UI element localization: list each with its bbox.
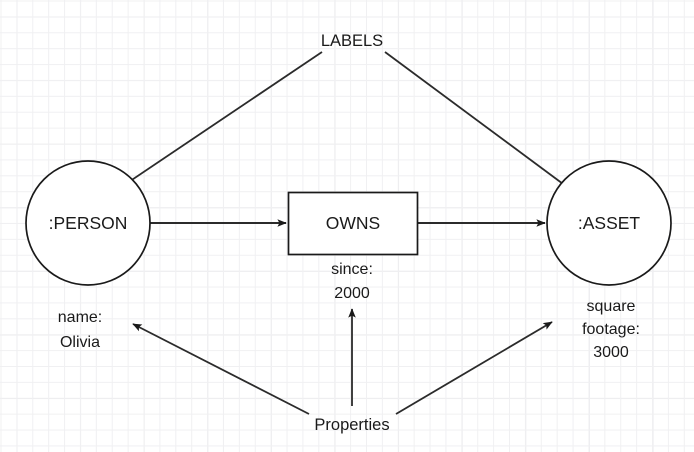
labels-to-asset-arrow xyxy=(384,51,587,202)
person-property-value: Olivia xyxy=(60,334,100,351)
relationship-property-value: 2000 xyxy=(334,285,370,302)
properties-to-person-props-arrow xyxy=(132,323,310,415)
node-person-circle[interactable] xyxy=(25,160,151,286)
node-person-label: :PERSON xyxy=(49,213,128,233)
labels-callout-text: LABELS xyxy=(321,32,383,50)
person-property-key: name: xyxy=(58,309,102,326)
asset-property-key-line1: square xyxy=(587,298,636,315)
asset-property-value: 3000 xyxy=(593,344,629,361)
properties-callout-text: Properties xyxy=(314,416,389,434)
properties-to-asset-props-arrow xyxy=(395,321,553,415)
labels-to-person-arrow xyxy=(98,51,323,203)
relationship-property-key: since: xyxy=(331,261,373,278)
relationship-owns-label: OWNS xyxy=(326,213,380,233)
node-asset-circle[interactable] xyxy=(546,160,672,286)
relationship-owns-box[interactable] xyxy=(287,191,419,256)
asset-property-key-line2: footage: xyxy=(582,321,640,338)
node-asset-label: :ASSET xyxy=(578,213,641,233)
